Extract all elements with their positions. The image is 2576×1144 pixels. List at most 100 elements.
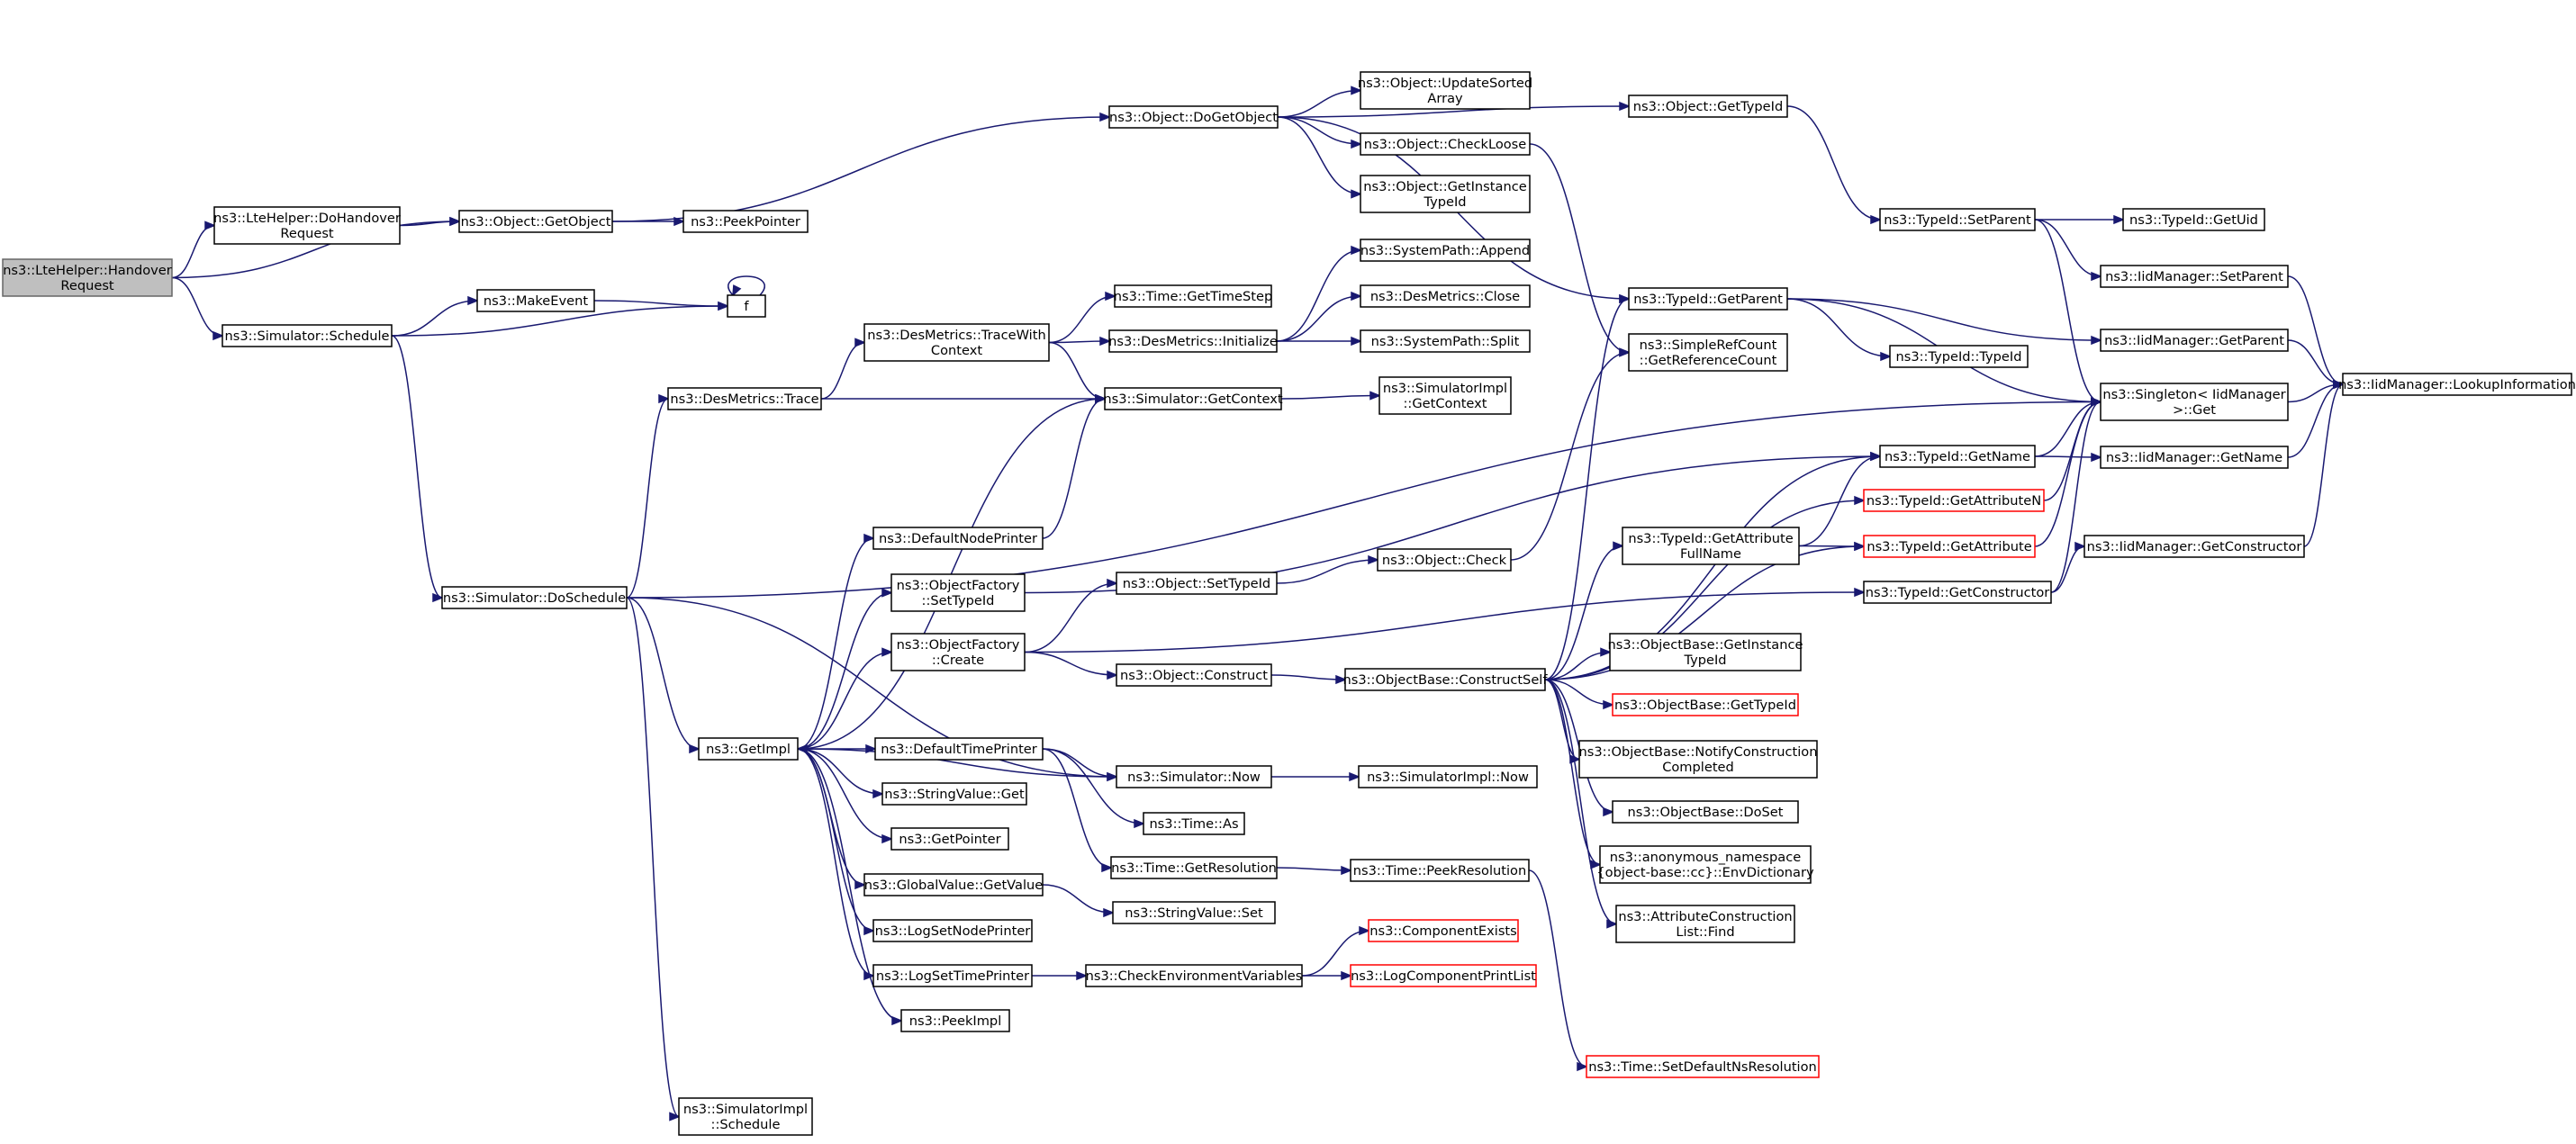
- function-node[interactable]: ns3::Singleton< IidManager >::Get: [2100, 383, 2289, 421]
- edge-arrowhead: [1351, 291, 1363, 302]
- node-box: [476, 289, 595, 312]
- function-node[interactable]: ns3::IidManager::GetConstructor: [2083, 535, 2305, 558]
- call-edge: [797, 588, 894, 750]
- node-box: [1612, 693, 1799, 716]
- function-node[interactable]: ns3::SystemPath::Append: [1360, 239, 1531, 262]
- function-node[interactable]: ns3::ObjectBase::DoSet: [1612, 800, 1799, 824]
- call-edge: [1786, 298, 2103, 346]
- call-edge: [171, 276, 225, 341]
- edge-arrowhead: [1600, 647, 1613, 657]
- function-node[interactable]: ns3::Simulator::GetContext: [1103, 387, 1283, 410]
- function-node[interactable]: ns3::TypeId::SetParent: [1879, 208, 2036, 231]
- node-label: ns3::Object::GetInstance: [1363, 179, 1526, 194]
- node-box: [1112, 901, 1276, 924]
- function-node[interactable]: ns3::TypeId::TypeId: [1889, 345, 2029, 368]
- function-node[interactable]: ns3::Object::SetTypeId: [1116, 572, 1278, 595]
- edge-line: [1042, 748, 1112, 869]
- function-node[interactable]: ns3::IidManager::LookupInformation: [2338, 373, 2576, 396]
- function-node[interactable]: ns3::ObjectBase::ConstructSelf: [1343, 668, 1549, 691]
- node-label: Context: [931, 343, 982, 358]
- function-node[interactable]: ns3::Object::Construct: [1116, 663, 1272, 687]
- node-box: [1110, 856, 1278, 879]
- function-node[interactable]: ns3::ComponentExists: [1368, 919, 1519, 942]
- function-node[interactable]: ns3::Simulator::DoSchedule: [441, 586, 628, 609]
- function-node[interactable]: ns3::DesMetrics::Trace: [667, 387, 822, 410]
- function-node[interactable]: ns3::ObjectFactory::Create: [890, 633, 1026, 671]
- function-node[interactable]: ns3::Object::CheckLoose: [1360, 132, 1531, 156]
- function-node[interactable]: ns3::Time::PeekResolution: [1350, 859, 1530, 882]
- function-node[interactable]: ns3::anonymous_namespace{object-base::cc…: [1596, 845, 1814, 884]
- function-node[interactable]: ns3::IidManager::GetParent: [2100, 329, 2289, 352]
- function-node[interactable]: ns3::Time::GetResolution: [1110, 856, 1278, 879]
- function-node[interactable]: ns3::GlobalValue::GetValue: [863, 873, 1044, 896]
- function-node[interactable]: ns3::TypeId::GetAttributeN: [1863, 489, 2045, 512]
- function-node[interactable]: ns3::TypeId::GetUid: [2122, 208, 2265, 231]
- function-node[interactable]: f: [727, 294, 766, 318]
- function-node[interactable]: ns3::Simulator::Now: [1116, 765, 1272, 788]
- function-node[interactable]: ns3::StringValue::Get: [881, 782, 1027, 806]
- function-node[interactable]: ns3::TypeId::GetAttribute: [1863, 535, 2036, 558]
- function-node[interactable]: ns3::PeekImpl: [900, 1009, 1010, 1032]
- call-edge: [795, 743, 1117, 778]
- function-node[interactable]: ns3::TypeId::GetName: [1879, 445, 2036, 468]
- edge-line: [171, 276, 223, 337]
- function-node[interactable]: ns3::SimpleRefCount::GetReferenceCount: [1628, 333, 1788, 372]
- function-node[interactable]: ns3::LogSetTimePrinter: [872, 964, 1033, 987]
- function-node[interactable]: ns3::StringValue::Set: [1112, 901, 1276, 924]
- call-edge: [728, 275, 765, 297]
- function-node[interactable]: ns3::GetPointer: [890, 827, 1009, 851]
- function-node[interactable]: ns3::DefaultNodePrinter: [872, 527, 1044, 550]
- function-node[interactable]: ns3::TypeId::GetConstructor: [1863, 581, 2052, 604]
- node-box: [1628, 287, 1788, 311]
- edge-line: [1277, 116, 1361, 145]
- function-node[interactable]: ns3::Object::Check: [1377, 548, 1512, 572]
- function-node[interactable]: ns3::MakeEvent: [476, 289, 595, 312]
- function-node[interactable]: ns3::Object::GetTypeId: [1628, 95, 1788, 118]
- edge-arrowhead: [1368, 554, 1380, 565]
- function-node[interactable]: ns3::IidManager::SetParent: [2100, 265, 2289, 288]
- function-node[interactable]: ns3::Object::GetObject: [458, 210, 613, 233]
- function-node[interactable]: ns3::IidManager::GetName: [2100, 446, 2289, 469]
- function-node[interactable]: ns3::ObjectBase::GetTypeId: [1612, 693, 1799, 716]
- function-node[interactable]: ns3::LogComponentPrintList: [1350, 964, 1537, 987]
- function-node[interactable]: ns3::Time::GetTimeStep: [1114, 284, 1272, 308]
- function-node[interactable]: ns3::GetImpl: [698, 737, 799, 761]
- edge-line: [2034, 401, 2101, 457]
- call-edge: [1528, 869, 1589, 1072]
- function-node[interactable]: ns3::LogSetNodePrinter: [872, 919, 1033, 942]
- function-node[interactable]: ns3::Simulator::Schedule: [221, 324, 393, 347]
- edge-arrowhead: [732, 284, 742, 297]
- edge-line: [391, 305, 728, 337]
- function-node[interactable]: ns3::PeekPointer: [682, 210, 809, 233]
- function-node[interactable]: ns3::SystemPath::Split: [1360, 329, 1531, 353]
- function-node[interactable]: ns3::SimulatorImpl::GetContext: [1378, 376, 1512, 415]
- function-node[interactable]: ns3::Time::SetDefaultNsResolution: [1586, 1055, 1820, 1078]
- call-edge: [820, 338, 867, 400]
- function-node[interactable]: ns3::DefaultTimePrinter: [874, 737, 1044, 761]
- node-label: ns3::Time::As: [1149, 816, 1238, 832]
- function-node[interactable]: ns3::ObjectFactory::SetTypeId: [890, 573, 1026, 612]
- function-node[interactable]: ns3::DesMetrics::Initialize: [1108, 329, 1278, 353]
- edge-line: [2287, 275, 2344, 385]
- edge-line: [797, 537, 874, 750]
- edge-arrowhead: [718, 301, 730, 311]
- function-node[interactable]: ns3::Time::As: [1143, 812, 1245, 835]
- function-node[interactable]: ns3::DesMetrics::Close: [1360, 284, 1531, 308]
- function-node[interactable]: ns3::SimulatorImpl::Schedule: [678, 1097, 813, 1136]
- edge-line: [626, 597, 680, 1118]
- function-node[interactable]: ns3::ObjectBase::NotifyConstructionCompl…: [1578, 740, 1818, 779]
- node-label: ::SetTypeId: [922, 593, 995, 608]
- function-node[interactable]: ns3::TypeId::GetParent: [1628, 287, 1788, 311]
- function-node[interactable]: ns3::Object::DoGetObject: [1108, 105, 1279, 129]
- function-node[interactable]: ns3::SimulatorImpl::Now: [1358, 765, 1538, 788]
- function-node[interactable]: ns3::CheckEnvironmentVariables: [1085, 964, 1303, 987]
- edge-arrowhead: [1351, 336, 1363, 347]
